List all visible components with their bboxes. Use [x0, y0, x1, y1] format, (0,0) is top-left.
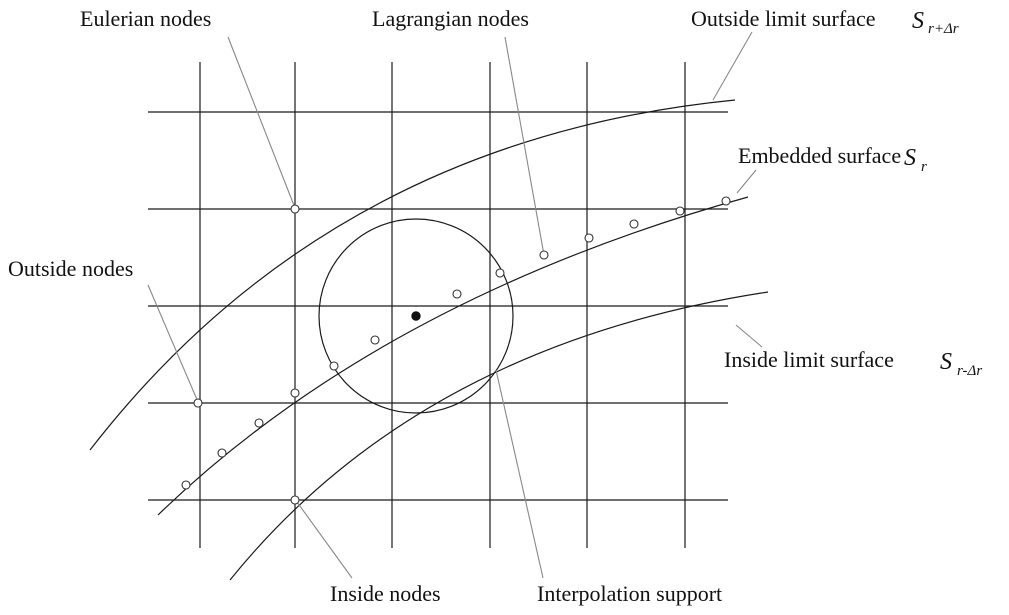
- inside-limit-surface-leader: [735, 324, 763, 348]
- inside-limit-surface-curve: [229, 291, 769, 581]
- outside-nodes-leader: [147, 284, 199, 403]
- lagrangian-node: [452, 289, 462, 299]
- outside-limit-surface-leader: [712, 31, 753, 101]
- eulerian-node: [290, 204, 300, 214]
- lagrangian-node-set: [181, 196, 731, 490]
- inside-limit-surface-symbol: S: [940, 349, 952, 375]
- embedded-surface-leader: [736, 169, 757, 194]
- lagrangian-nodes-leader: [504, 36, 545, 256]
- inside-limit-surface-label: Inside limit surface: [724, 347, 894, 372]
- lagrangian-node: [629, 219, 639, 229]
- lagrangian-node: [675, 206, 685, 216]
- outside-limit-surface-symbol: S: [912, 8, 924, 34]
- lagrangian-node: [584, 233, 594, 243]
- outside-node: [193, 398, 203, 408]
- interpolation-support-label: Interpolation support: [537, 581, 722, 606]
- lagrangian-node: [181, 480, 191, 490]
- inside-nodes-leader: [296, 501, 353, 579]
- outside-limit-surface-curve: [89, 99, 736, 451]
- leader-lines: [147, 31, 763, 579]
- lagrangian-node: [495, 268, 505, 278]
- lagrangian-node: [217, 448, 227, 458]
- embedded-surface-label: Embedded surface: [738, 143, 901, 168]
- lagrangian-node: [721, 196, 731, 206]
- eulerian-nodes-label: Eulerian nodes: [80, 6, 211, 31]
- lagrangian-nodes-label: Lagrangian nodes: [372, 6, 529, 31]
- outside-limit-surface-subscript: r+Δr: [928, 21, 959, 37]
- lagrangian-node: [290, 388, 300, 398]
- lagrangian-node: [370, 335, 380, 345]
- interpolation-support-leader: [495, 369, 544, 579]
- embedded-surface-curve: [157, 196, 749, 516]
- interpolation-support-circle: [318, 218, 514, 414]
- embedded-surface-subscript: r: [921, 159, 927, 175]
- inside-limit-surface-subscript: r-Δr: [957, 363, 982, 379]
- eulerian-grid: [148, 62, 728, 548]
- outside-nodes-label: Outside nodes: [8, 256, 133, 281]
- outside-limit-surface-label: Outside limit surface: [691, 6, 876, 31]
- inside-nodes-label: Inside nodes: [330, 581, 441, 606]
- lagrangian-node: [539, 250, 549, 260]
- embedded-surface-symbol: S: [904, 145, 916, 171]
- eulerian-nodes-leader: [227, 36, 296, 209]
- lagrangian-node-center: [411, 311, 421, 321]
- inside-node: [290, 495, 300, 505]
- lagrangian-node: [329, 361, 339, 371]
- lagrangian-node: [254, 418, 264, 428]
